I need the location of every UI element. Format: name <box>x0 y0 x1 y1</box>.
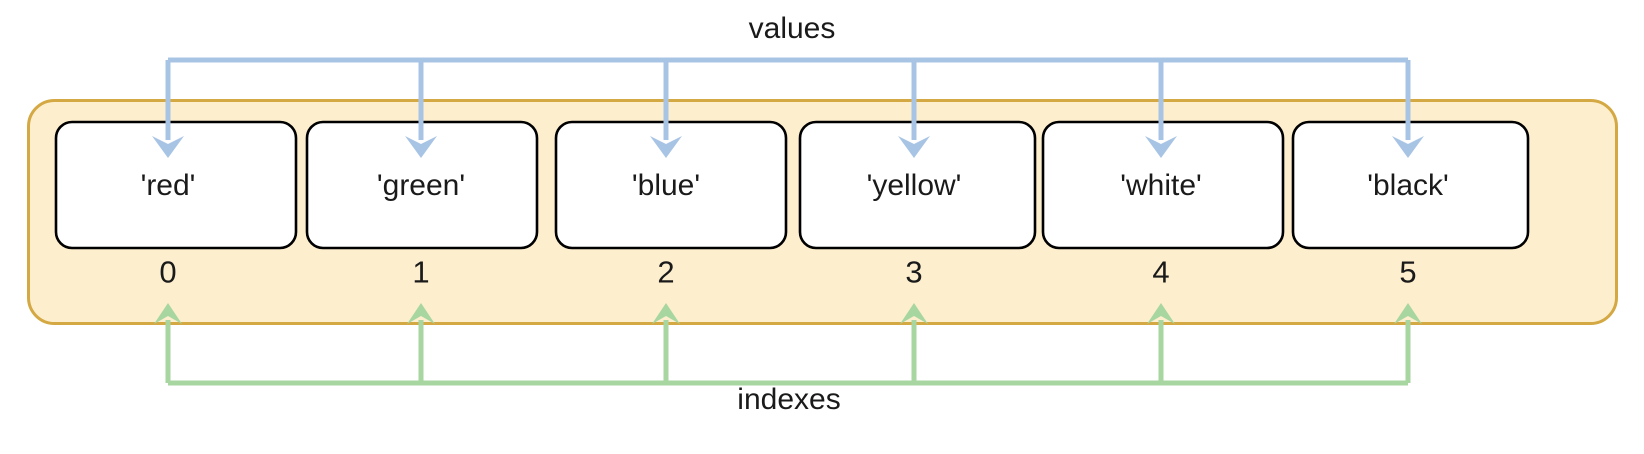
cell-box-5[interactable] <box>1291 120 1530 250</box>
cell-box-2[interactable] <box>554 120 788 250</box>
indexes-connector-group <box>165 320 1411 386</box>
values-arrowhead-1 <box>405 136 437 158</box>
indexes-arrowheads <box>154 303 1422 324</box>
values-arrowhead-4 <box>1145 136 1177 158</box>
values-arrowhead-0 <box>152 136 184 158</box>
values-arrowhead-5 <box>1392 136 1424 158</box>
values-arrowhead-2 <box>650 136 682 158</box>
values-connector-group <box>165 57 1411 140</box>
cell-box-1[interactable] <box>305 120 539 250</box>
indexes-arrowhead-5 <box>1394 303 1422 324</box>
indexes-arrowhead-3 <box>900 303 928 324</box>
values-arrowheads <box>152 136 1424 158</box>
cell-box-3[interactable] <box>798 120 1037 250</box>
indexes-arrowhead-0 <box>154 303 182 324</box>
cell-box-0[interactable] <box>54 120 298 250</box>
indexes-arrowhead-4 <box>1147 303 1175 324</box>
cell-boxes <box>54 120 1530 250</box>
indexes-arrowhead-2 <box>652 303 680 324</box>
values-arrowhead-3 <box>898 136 930 158</box>
cell-box-4[interactable] <box>1041 120 1285 250</box>
indexes-arrowhead-1 <box>407 303 435 324</box>
